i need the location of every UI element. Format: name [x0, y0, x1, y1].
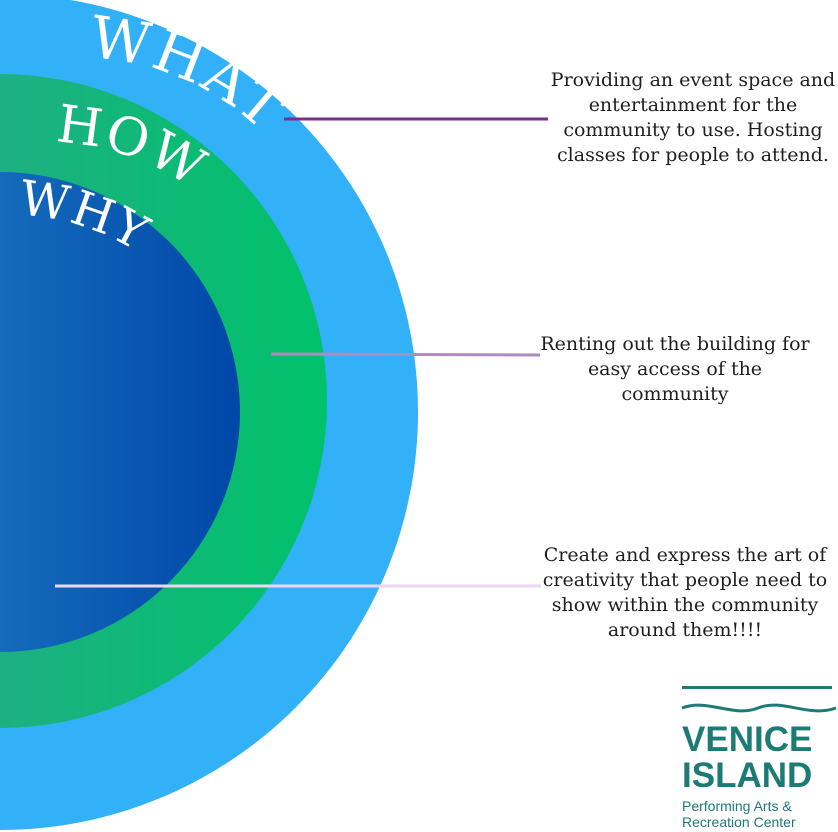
wave-icon — [681, 703, 837, 713]
venice-island-logo: VENICE ISLAND Performing Arts & Recreati… — [678, 686, 838, 832]
logo-island: ISLAND — [682, 756, 813, 795]
logo-rule — [682, 686, 832, 689]
what-description: Providing an event space and entertainme… — [550, 69, 836, 166]
how-connector-line — [270, 352, 541, 357]
logo-subtitle-2: Recreation Center — [682, 814, 796, 830]
logo-venice: VENICE — [682, 720, 813, 759]
how-description: Renting out the building for easy access… — [540, 333, 810, 405]
why-circle — [0, 172, 240, 652]
why-description: Create and express the art of creativity… — [542, 544, 828, 641]
logo-subtitle-1: Performing Arts & — [682, 798, 792, 814]
